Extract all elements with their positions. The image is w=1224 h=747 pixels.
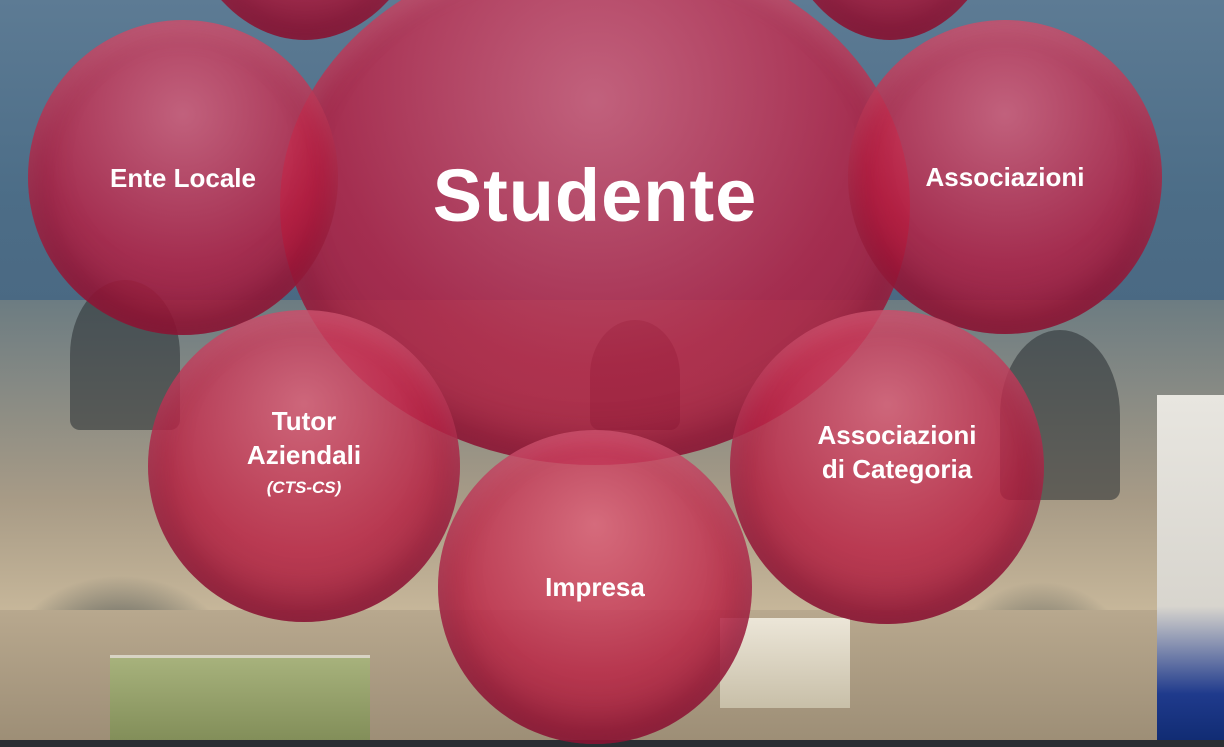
- node-tutor-aziendali: Tutor Aziendali (CTS-CS): [148, 310, 460, 622]
- node-tutor-label-line2: Aziendali: [246, 440, 362, 470]
- node-associazioni-categoria-line2: di Categoria: [821, 454, 973, 484]
- background-panel: [1157, 395, 1224, 747]
- node-associazioni-label: Associazioni: [925, 162, 1085, 192]
- node-associazioni: Associazioni: [848, 20, 1162, 334]
- node-impresa-label: Impresa: [545, 572, 645, 602]
- bottom-strip: [0, 740, 1224, 747]
- node-associazioni-categoria-line1: Associazioni: [817, 420, 977, 450]
- node-tutor-label-line1: Tutor: [271, 406, 337, 436]
- node-ente-locale-label: Ente Locale: [110, 162, 256, 193]
- book-stack: [110, 655, 370, 747]
- node-impresa: Impresa: [438, 430, 752, 744]
- node-associazioni-categoria: Associazioni di Categoria: [730, 310, 1044, 624]
- node-ente-locale: Ente Locale: [28, 20, 338, 335]
- node-studente-label: Studente: [432, 153, 758, 237]
- node-tutor-sublabel: (CTS-CS): [266, 478, 342, 497]
